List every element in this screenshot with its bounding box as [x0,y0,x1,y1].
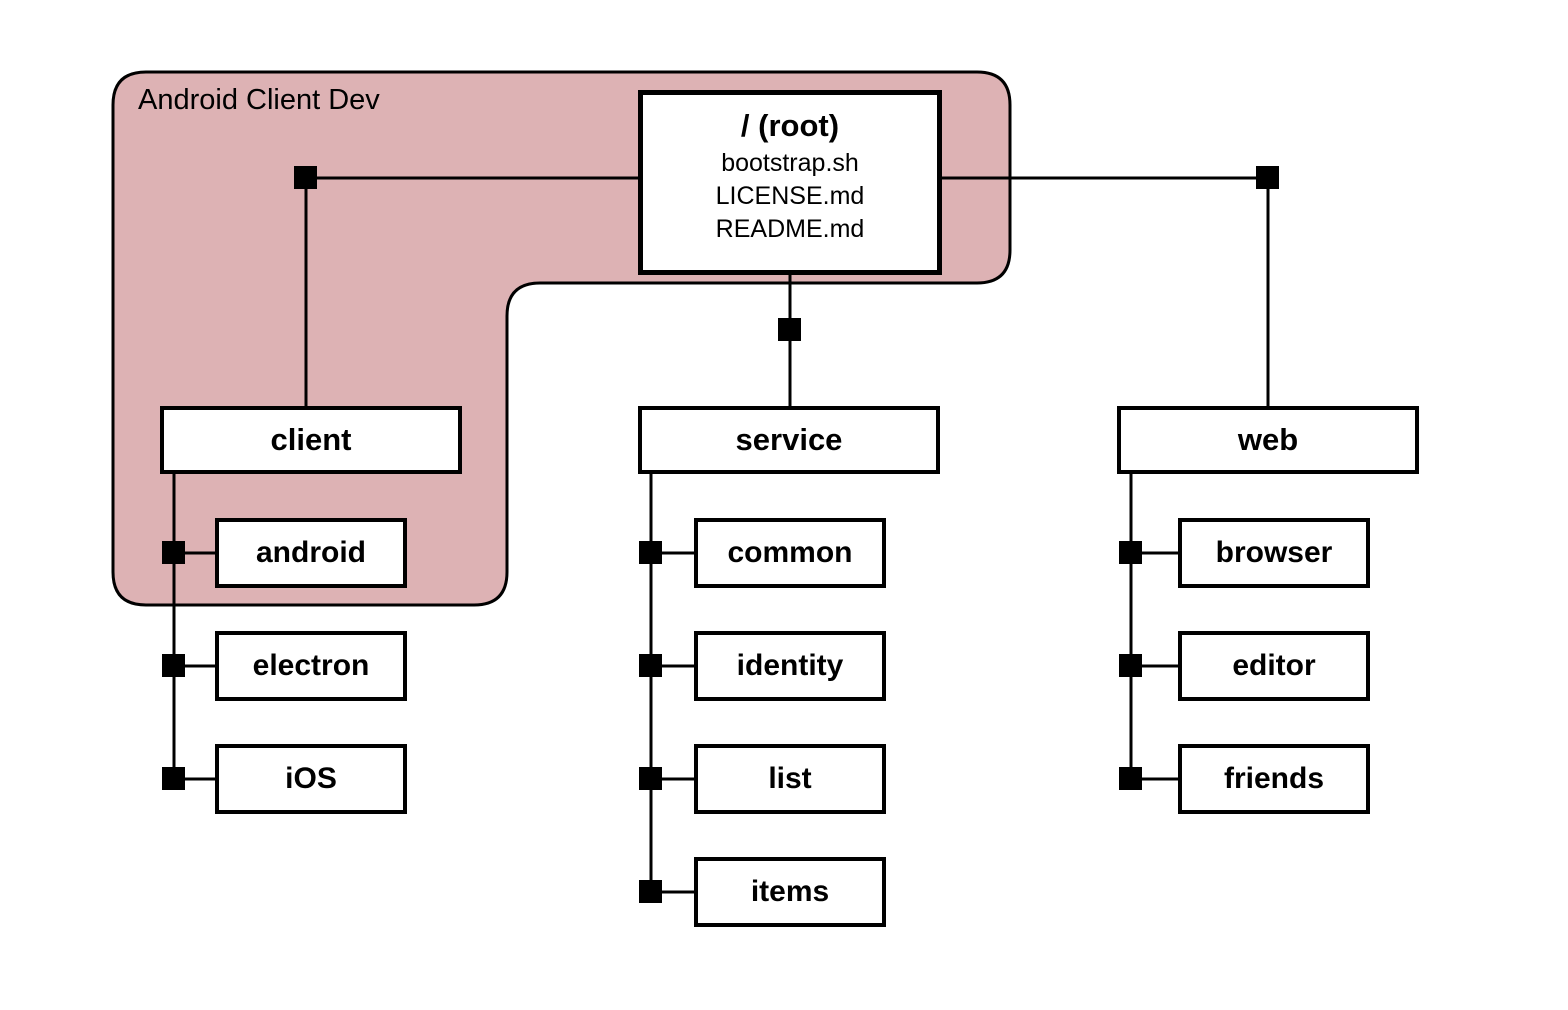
node-label: client [270,422,352,457]
junction-square-icon [162,541,185,564]
node-label: editor [1232,649,1316,682]
junction-square-icon [162,654,185,677]
node-browser: browser [1178,518,1370,588]
root-file: README.md [715,215,865,243]
node-label: identity [736,649,844,682]
node-client: client [160,406,462,474]
region-label: Android Client Dev [138,84,380,116]
node-label: common [727,536,853,569]
junction-square-icon [294,166,317,189]
node-list: list [694,744,886,814]
junction-square-icon [639,654,662,677]
node-root: / (root) bootstrap.sh LICENSE.md README.… [638,90,942,275]
node-label: electron [252,649,370,682]
node-android: android [215,518,407,588]
node-label: service [735,422,843,457]
node-web: web [1117,406,1419,474]
node-service: service [638,406,940,474]
node-label: list [768,762,812,795]
junction-square-icon [162,767,185,790]
junction-square-icon [639,767,662,790]
root-file: bootstrap.sh [721,149,859,177]
junction-square-icon [1256,166,1279,189]
root-file: LICENSE.md [715,182,865,210]
junction-square-icon [1119,767,1142,790]
node-friends: friends [1178,744,1370,814]
node-editor: editor [1178,631,1370,701]
junction-square-icon [778,318,801,341]
node-label: friends [1223,762,1325,795]
junction-square-icon [1119,541,1142,564]
junction-square-icon [1119,654,1142,677]
node-label: items [750,875,830,908]
junction-square-icon [639,541,662,564]
node-label: iOS [285,762,337,795]
node-label: browser [1215,536,1333,569]
node-common: common [694,518,886,588]
node-label: web [1237,422,1299,457]
node-identity: identity [694,631,886,701]
node-items: items [694,857,886,927]
root-title: / (root) [740,108,840,143]
junction-square-icon [639,880,662,903]
node-ios: iOS [215,744,407,814]
node-label: android [256,536,366,569]
node-electron: electron [215,631,407,701]
